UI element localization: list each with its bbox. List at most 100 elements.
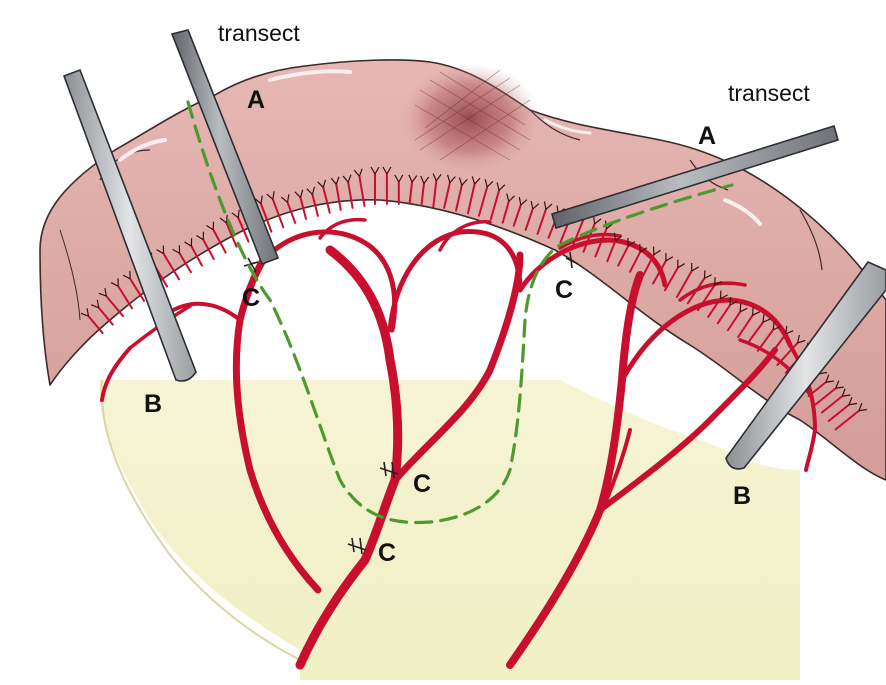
vasa-recta-tip [196,231,205,241]
vasa-recta-tip [342,174,352,183]
vasa-recta-tip [543,201,553,210]
vasa-recta-tip [665,252,674,262]
vasa-recta-branch [225,221,238,248]
vasa-recta-branch [322,186,331,214]
vasa-recta-tip [530,201,540,210]
vasa-recta-tip [98,288,107,297]
vasa-recta-tip [408,174,418,183]
vasa-recta-tip [90,299,100,309]
vasa-recta-tip [294,189,304,198]
bowel-loop [39,59,886,481]
vasa-recta-tip [219,214,228,224]
vasa-recta-tip [719,290,728,300]
resection-line [186,100,734,525]
vasa-recta-tip [841,388,851,397]
vasa-recta-branch [524,208,534,231]
vasa-recta-branch [335,183,342,211]
vasa-recta-branch [129,277,146,302]
vasa-recta-branch [212,228,227,254]
label-a-right: A [698,122,717,150]
vasa-recta-branch [776,341,799,366]
vasa-recta-branch [807,381,827,397]
mesentery-outline [100,379,301,661]
vasa-recta-branch [190,245,203,267]
vasa-recta-tip [752,307,761,316]
vasa-recta-branch [737,314,754,338]
vasa-recta-branch [652,259,667,285]
vasa-recta-branch [443,181,451,209]
vasa-recta-tip [691,262,699,272]
vasa-recta [87,173,860,431]
vasa-recta-tip [652,246,661,256]
vasa-recta-branch [834,409,860,431]
ligatures [243,251,579,555]
vasa-recta-branch [767,332,787,360]
vasa-recta-tip [739,303,748,313]
vasa-recta-tip [639,244,648,253]
vasa-recta-tip [317,179,327,188]
vasa-recta-tip [858,403,867,412]
vasa-recta-branch [536,208,547,235]
vasa-recta-branch [455,184,463,212]
vasa-recta-tip [825,374,834,383]
vasa-recta-branch [726,310,742,332]
label-a-left: A [247,86,266,114]
vasa-recta-branch [466,183,476,215]
transect-label-right: transect [728,80,810,106]
vasa-recta-tip [703,270,712,279]
vasa-recta-branch [347,181,354,209]
vasa-recta-tip [762,314,771,323]
vasa-recta-tip [729,296,738,306]
vasa-recta-tip [206,221,215,231]
vasa-recta-branch [178,252,192,274]
vasa-recta-branch [594,227,608,258]
vasa-recta-branch [97,306,114,326]
vasa-recta-tip [432,173,442,182]
vasa-recta-tip [156,245,165,255]
vasa-recta-tip [506,193,515,202]
vasa-recta-branch [271,198,285,229]
vasa-recta-tip [266,191,275,200]
vasa-recta-branch [408,181,414,205]
vasa-recta-tip [254,195,263,205]
vasa-recta-branch [117,285,134,310]
vasa-recta-tip [613,232,623,242]
vasa-recta-branch [582,222,596,253]
vasa-recta-branch [432,179,438,208]
vasa-recta-tip [80,308,90,317]
vasa-recta-branch [286,201,297,224]
vasa-recta-branch [311,193,319,217]
vasa-recta-tip [420,175,430,184]
vasa-recta-branch [202,238,215,261]
label-c-upper-right: C [555,276,574,304]
vasa-recta-tip [184,238,193,247]
vasa-recta-branch [501,200,510,224]
vasa-recta-branch [663,266,679,292]
vasa-recta-branch [477,186,489,217]
vasa-recta-branch [420,182,425,207]
vasa-recta-branch [675,270,693,299]
vasa-recta-tip [110,278,119,287]
vasa-recta-branch [820,395,844,414]
vasa-recta-tip [353,168,363,177]
vessel-arcade [100,217,817,670]
vasa-recta-branch [571,218,585,249]
vasa-recta-branch [358,175,366,207]
vasa-recta-tip [231,209,240,219]
clamp-a-right [551,124,839,230]
vasa-recta-branch [87,315,104,335]
vasa-recta-tip [772,321,781,331]
vasa-recta-tip [592,215,602,225]
vasa-recta-tip [370,166,380,175]
vasa-recta-branch [716,304,731,325]
vasa-recta-branch [827,403,850,422]
vasa-recta-tip [496,182,506,191]
label-c-upper-left: C [242,284,261,312]
vasa-recta-tip [458,177,468,186]
vasa-recta-branch [640,253,655,279]
vasa-recta-tip [677,259,686,269]
vasa-recta-branch [489,189,501,221]
vasa-recta-tip [848,397,858,406]
